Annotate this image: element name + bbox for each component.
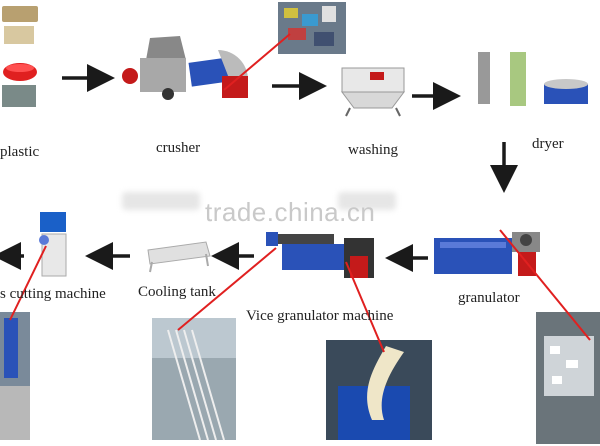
cooling-tank (147, 241, 211, 273)
washing-machine (341, 67, 405, 117)
cutting-machine (39, 212, 67, 277)
label-dryer: dryer (532, 136, 564, 152)
label-cooling-tank: Cooling tank (138, 284, 216, 300)
granulator-machine (434, 232, 540, 276)
crusher-machine (122, 36, 248, 100)
flow-arrows (0, 64, 518, 272)
bottom-photo-left (0, 312, 30, 440)
watermark-text: trade.china.cn (205, 197, 376, 227)
raw-plastic-images (2, 6, 38, 107)
strands-photo (152, 318, 236, 441)
label-plastic: plastic (0, 144, 40, 160)
watermark-blur-left (122, 192, 200, 210)
pellets-photo (536, 312, 600, 444)
label-granulator: granulator (458, 290, 520, 306)
dryer-machine (478, 52, 588, 106)
callout-lines (9, 33, 591, 353)
flakes-photo (278, 2, 346, 54)
label-vice-granulator: Vice granulator machine (246, 308, 394, 324)
watermark-blur-right (338, 192, 396, 210)
vice-granulator-machine (266, 232, 374, 278)
label-crusher: crusher (156, 140, 201, 156)
label-cutting-machine: s cutting machine (0, 286, 106, 302)
label-washing: washing (348, 142, 398, 158)
melt-photo (326, 340, 432, 440)
